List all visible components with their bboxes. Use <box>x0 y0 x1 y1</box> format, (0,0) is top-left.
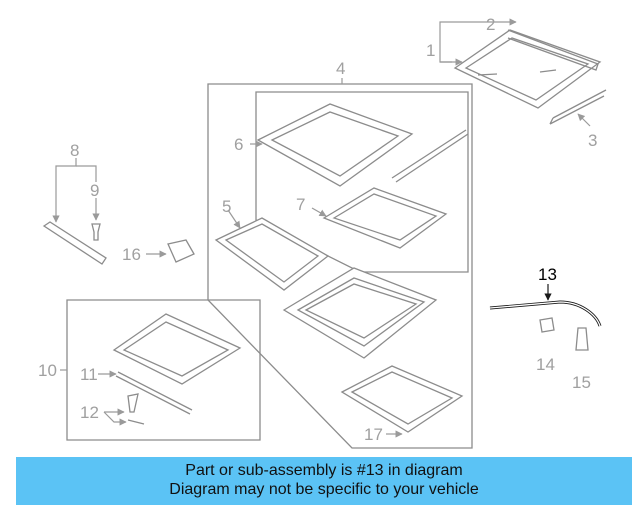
screw-part-12[interactable] <box>127 393 145 425</box>
banner-line-2: Diagram may not be specific to your vehi… <box>169 481 479 498</box>
callout-16: 16 <box>122 245 141 264</box>
callout-17: 17 <box>364 425 383 444</box>
callout-6: 6 <box>234 135 243 154</box>
plug-part-15[interactable] <box>575 327 589 351</box>
rail-part-11[interactable] <box>115 371 193 415</box>
callout-3: 3 <box>588 131 597 150</box>
callout-7: 7 <box>296 195 305 214</box>
deflector-part-3[interactable] <box>549 89 607 125</box>
callout-13: 13 <box>538 265 557 284</box>
parts-diagram: 1 2 3 4 5 6 7 8 9 10 11 12 13 14 15 16 1… <box>38 15 607 449</box>
glass-panel-part-1[interactable] <box>453 29 602 109</box>
glass-part-7[interactable] <box>322 187 448 249</box>
group-6-7-outline <box>255 91 469 273</box>
callout-5: 5 <box>222 197 231 216</box>
callout-14: 14 <box>536 355 555 374</box>
callout-8: 8 <box>70 141 79 160</box>
group-10-outline <box>66 299 261 441</box>
callout-1: 1 <box>426 41 435 60</box>
drain-hose-part-13[interactable] <box>489 300 602 327</box>
callout-12: 12 <box>80 403 99 422</box>
callout-11: 11 <box>80 365 98 384</box>
info-banner: Part or sub-assembly is #13 in diagram D… <box>16 457 632 505</box>
glass-part-5[interactable] <box>214 217 330 291</box>
seal-part-2[interactable] <box>507 29 599 71</box>
sunshade-part-10[interactable] <box>112 313 242 385</box>
callout-10: 10 <box>38 361 57 380</box>
frame-part-17[interactable] <box>340 365 464 433</box>
clip-part-9[interactable] <box>91 223 101 241</box>
callout-4: 4 <box>336 59 345 78</box>
glass-part-6[interactable] <box>256 103 414 187</box>
callout-9: 9 <box>90 181 99 200</box>
rail-part-8[interactable] <box>42 221 107 265</box>
trim-strip <box>391 129 469 183</box>
callout-2: 2 <box>486 15 495 34</box>
banner-line-1: Part or sub-assembly is #13 in diagram <box>185 462 463 479</box>
group-4-outline <box>207 83 473 449</box>
callout-15: 15 <box>572 373 591 392</box>
sunroof-frame[interactable] <box>282 267 438 359</box>
motor-part-16[interactable] <box>167 239 195 263</box>
clip-part-14[interactable] <box>539 317 555 333</box>
